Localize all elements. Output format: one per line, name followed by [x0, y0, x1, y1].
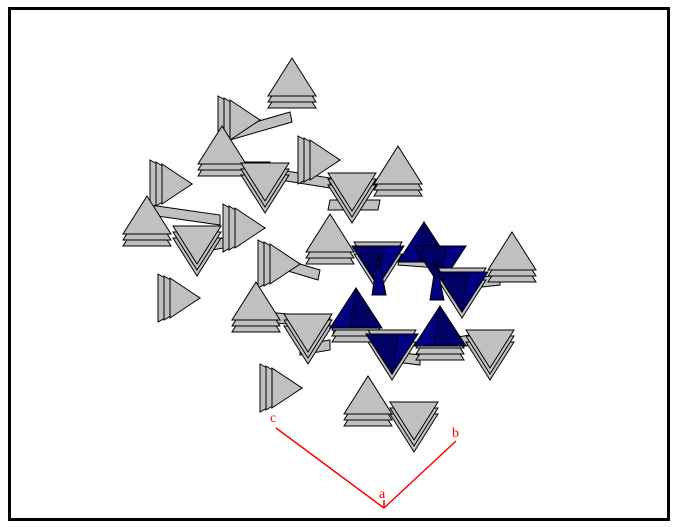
tetrahedron [374, 146, 422, 196]
axis-label-a: a [379, 487, 386, 502]
tetrahedron [241, 163, 289, 213]
tetrahedron [232, 282, 280, 332]
c-axis-line [276, 428, 384, 508]
highlighted-tetrahedron [436, 272, 488, 312]
tetrahedron [284, 314, 332, 364]
tetrahedron [123, 196, 171, 246]
tetrahedron [390, 402, 438, 452]
tetrahedron [158, 274, 200, 322]
b-axis-line [384, 441, 456, 508]
tetrahedron [488, 232, 536, 282]
tetrahedron [258, 240, 300, 288]
tetrahedron [344, 376, 392, 426]
tetrahedron [260, 364, 302, 412]
tetrahedron [173, 226, 221, 276]
axis-label-b: b [452, 426, 459, 441]
tetrahedron [150, 160, 192, 208]
grey-tetrahedra [123, 58, 536, 452]
tetrahedron [328, 173, 376, 223]
tetrahedron [268, 58, 316, 108]
axis-label-c: c [270, 411, 276, 426]
tetrahedron [466, 330, 514, 380]
tetrahedron [306, 214, 354, 264]
